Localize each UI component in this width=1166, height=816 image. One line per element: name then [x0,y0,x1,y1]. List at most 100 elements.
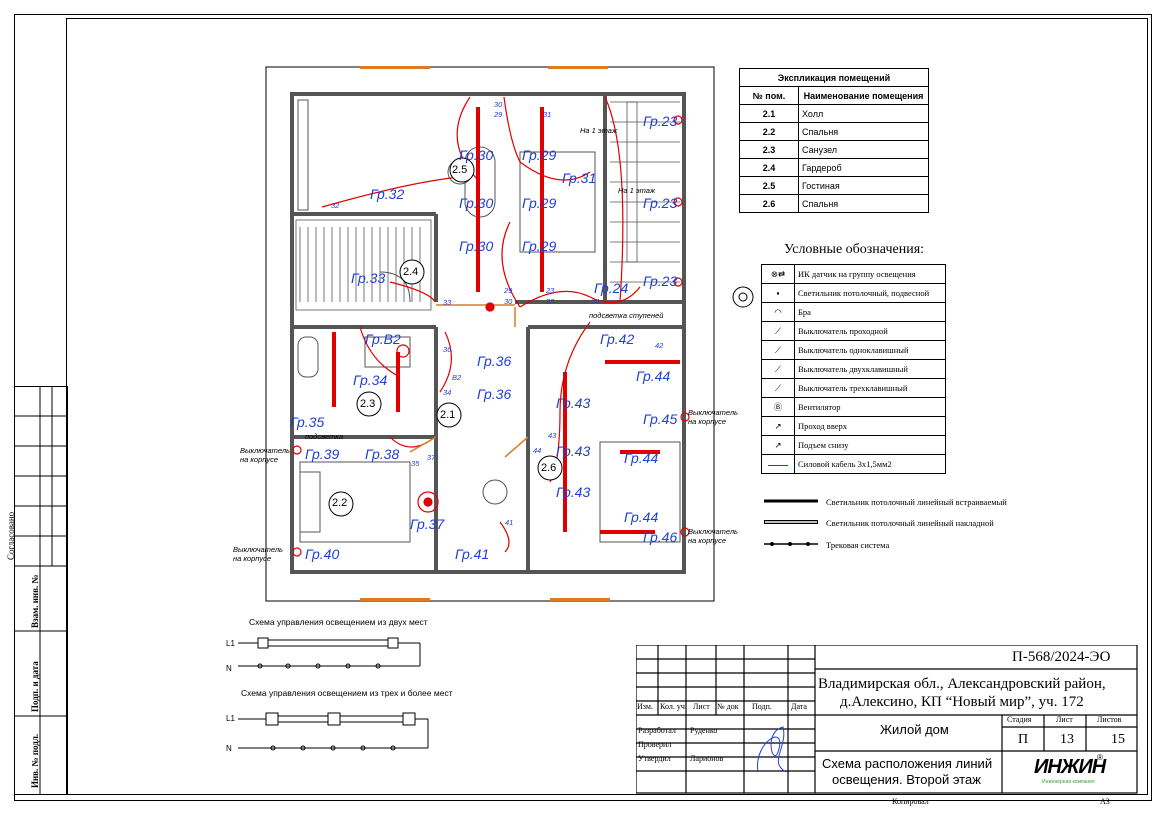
legend-table: ⊗⇄ИК датчик на группу освещения ▪Светиль… [761,264,946,474]
windows [360,66,610,601]
role-developer: Разработал [638,726,676,735]
triple-switch-icon: ⟋ [761,378,795,398]
legend-text: Подъем снизу [794,435,946,455]
registered-icon: ® [1097,753,1103,762]
track-system [409,304,529,458]
up-pass-icon: ↗ [761,416,795,436]
scheme-l1-label: L1 [226,714,235,723]
group-label: Гр.44 [636,368,671,384]
wire-number: 42 [655,341,664,350]
switch-note: Выключатель на корпусе [233,545,283,563]
wire-number: 24 [591,297,600,306]
legend-linear-builtin: Светильник потолочный линейный встраивае… [826,497,1007,507]
name-developer: Руденко [690,726,718,735]
group-label: Гр.38 [365,446,400,462]
room-num: 2.2 [739,122,799,141]
legend-text: Выключатель одноклавишный [794,340,946,360]
rise-from-below-icon: ↗ [761,435,795,455]
group-label: Гр.40 [305,546,340,562]
wire-number: 43 [548,431,557,440]
wire-number: 36 [443,345,452,354]
room-label: 2.3 [360,398,376,410]
linear-lights [332,107,680,534]
group-label: Гр.43 [556,395,591,411]
hdr-date: Дата [791,702,807,711]
group-label: Гр.31 [562,170,597,186]
scheme-n-label: N [226,744,232,753]
legend-row: ⟋Выключатель трехклавишный [761,378,946,398]
group-label: Гр.39 [305,446,340,462]
group-label: Гр.44 [624,450,659,466]
wire-number: B2 [452,373,462,382]
wire-number: 29 [494,110,503,119]
group-label: Гр.35 [290,414,325,430]
wire-number: 35 [411,459,420,468]
legend-linear-surface: Светильник потолочный линейный накладной [826,518,994,528]
wire-number: 30 [504,297,513,306]
group-label: Гр.29 [522,147,557,163]
group-label: Гр.45 [643,411,678,427]
wire-number: 32 [331,201,340,210]
legend-row: ↗Проход вверх [761,416,946,436]
legend-text: Выключатель трехклавишный [794,378,946,398]
legend-line-symbols [764,499,818,546]
format-label: A3 [1100,797,1110,806]
scheme-l1-label: L1 [226,639,235,648]
group-label: Гр.41 [455,546,490,562]
double-switch-icon: ⟋ [761,359,795,379]
scheme-n-label: N [226,664,232,673]
switch-note: Выключатель на корпусе [688,408,738,426]
room-num: 2.3 [739,140,799,159]
room-name: Холл [798,104,929,123]
scheme-two-title: Схема управления освещением из двух мест [249,617,428,627]
sheet-label: Лист [1056,715,1073,724]
group-label: Гр.36 [477,386,512,402]
group-label: Гр.37 [410,516,445,532]
hdr-qty: Кол. уч [660,702,685,711]
hdr-sign: Подп. [752,702,772,711]
role-approver: Утвердил [638,754,671,763]
room-label: 2.2 [332,497,348,509]
legend-row: ⟋Выключатель одноклавишный [761,340,946,360]
name-approver: Ларионов [690,754,724,763]
legend-row: ◠Бра [761,302,946,322]
object-name: Жилой дом [880,722,949,737]
legend-text: Выключатель проходной [794,321,946,341]
room-num: 2.1 [739,104,799,123]
room-name: Санузел [798,140,929,159]
wire-number: 31 [543,110,552,119]
control-schemes [238,637,429,751]
stage-value: П [1018,732,1029,747]
legend-row: ↗Подъем снизу [761,435,946,455]
furniture [297,99,681,543]
wire-number: 23 [546,297,555,306]
wire-number: 44 [533,446,542,455]
side-inv-repl: Взам. инв. № [30,574,40,628]
fan-icon: Ⓑ [761,397,795,417]
group-label: Гр.32 [370,186,405,202]
group-label: Гр.43 [556,443,591,459]
room-num: 2.6 [739,194,799,213]
drawing-title-line1: Схема расположения линий [822,756,993,771]
room-name: Гостиная [798,176,929,195]
legend-text: Проход вверх [794,416,946,436]
room-num: 2.5 [739,176,799,195]
group-label: Гр.36 [477,353,512,369]
stair-note: На 1 этаж [580,126,618,135]
single-switch-icon: ⟋ [761,340,795,360]
room-label: 2.5 [452,164,468,176]
legend-text: Силовой кабель 3х1,5мм2 [794,454,946,474]
legend-text: Вентилятор [794,397,946,417]
group-label: Гр.46 [643,529,678,545]
floor-plan [265,66,715,602]
company-logo-sub: Инженерная компания [1042,779,1095,785]
group-label: Гр.24 [594,280,629,296]
legend-text: Выключатель двухклавишный [794,359,946,379]
group-label: Гр.29 [522,238,557,254]
pass-switch-icon: ⟋ [761,321,795,341]
